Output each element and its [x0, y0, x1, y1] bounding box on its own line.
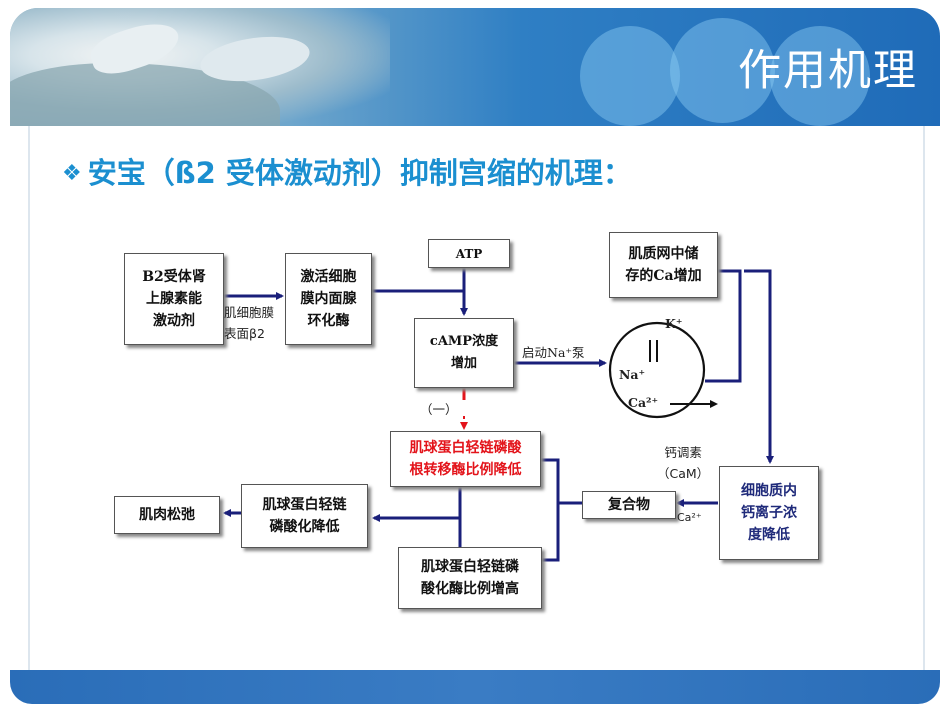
slide-title: 作用机理 — [738, 46, 918, 96]
label-na-ion: Na⁺ — [619, 367, 646, 382]
node-camp: cAMP浓度 增加 — [414, 318, 514, 388]
arrow-to-phos-down — [372, 482, 462, 550]
node-activate-ac: 激活细胞 膜内面腺 环化酶 — [285, 253, 372, 345]
decor-circle-3 — [770, 26, 870, 126]
pump-cell-icon — [608, 321, 718, 419]
node-cytosol-ca-down: 细胞质内 钙离子浓 度降低 — [719, 466, 819, 560]
node-phos-down: 肌球蛋白轻链 磷酸化降低 — [241, 484, 368, 548]
label-na-pump: 启动Na⁺泵 — [522, 345, 585, 360]
label-calmodulin: 钙调素 （CaM） — [657, 445, 710, 481]
node-phosphatase-up: 肌球蛋白轻链磷 酸化酶比例增高 — [398, 547, 542, 609]
label-inhibit: （一） — [420, 402, 458, 417]
arrow-complex-to-mlck — [539, 458, 582, 562]
heading-text: 安宝（ß2 受体激动剂）抑制宫缩的机理： — [87, 156, 632, 190]
label-membrane: 肌细胞膜 表面β2 — [224, 305, 275, 341]
node-atp: ATP — [428, 239, 510, 268]
slide-heading: ❖安宝（ß2 受体激动剂）抑制宫缩的机理： — [62, 150, 632, 192]
node-relax: 肌肉松弛 — [114, 496, 220, 534]
arrow-sr-to-cytosol — [705, 269, 774, 464]
label-ca-small: Ca²⁺ — [677, 511, 702, 524]
label-k-ion: K⁺ — [665, 316, 683, 331]
node-sr-ca: 肌质网中储 存的Ca增加 — [609, 232, 718, 298]
footer-bar — [10, 670, 940, 704]
decor-circle-1 — [580, 26, 680, 126]
surgery-photo — [10, 8, 390, 126]
decor-circle-2 — [670, 18, 775, 123]
node-complex: 复合物 — [582, 491, 676, 519]
diamond-bullet-icon: ❖ — [62, 161, 82, 186]
label-ca-ion: Ca²⁺ — [628, 395, 659, 410]
header-banner: 作用机理 — [10, 8, 940, 126]
node-b2-agonist: Β2受体肾 上腺素能 激动剂 — [124, 253, 224, 345]
node-mlck-ratio-down: 肌球蛋白轻链磷酸 根转移酶比例降低 — [390, 431, 541, 487]
